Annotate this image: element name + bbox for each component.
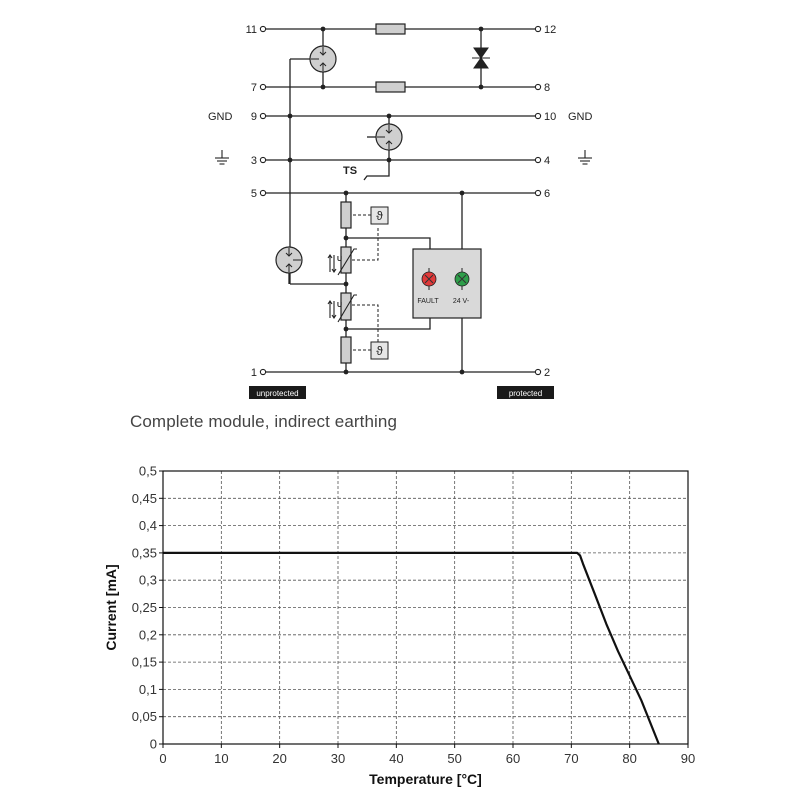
- terminal-6: 6: [544, 188, 550, 200]
- y-tick-label: 0,05: [132, 709, 157, 724]
- y-tick-label: 0,45: [132, 491, 157, 506]
- varistor-lower: [340, 292, 352, 321]
- terminal-4: 4: [544, 155, 550, 167]
- x-tick-label: 90: [681, 751, 695, 766]
- y-tick-label: 0,25: [132, 600, 157, 615]
- fault-label: FAULT: [417, 298, 439, 305]
- protected-label: protected: [509, 389, 542, 398]
- y-tick-label: 0: [150, 737, 157, 752]
- ptc-lower: [340, 336, 352, 364]
- voltage-label: 24 V-: [453, 298, 470, 305]
- y-tick-label: 0,2: [139, 627, 157, 642]
- tvs-diode-icon: [472, 47, 490, 69]
- theta-symbol-lower: ϑ: [376, 344, 383, 358]
- u-symbol-lower: U: [337, 302, 342, 309]
- terminal-12: 12: [544, 24, 556, 36]
- thermal-fuse-lower: [370, 341, 389, 360]
- terminal-3: 3: [251, 155, 257, 167]
- y-tick-label: 0,4: [139, 518, 157, 533]
- terminal-11: 11: [246, 24, 257, 36]
- theta-symbol-upper: ϑ: [376, 209, 383, 223]
- gnd-label-right: GND: [568, 111, 593, 123]
- x-tick-label: 70: [564, 751, 578, 766]
- unprotected-badge: [249, 386, 306, 399]
- circuit-schematic: U U ϑ ϑ FAULT 24 V-: [208, 23, 593, 399]
- x-tick-label: 10: [214, 751, 228, 766]
- x-tick-label: 80: [622, 751, 636, 766]
- x-tick-label: 0: [159, 751, 166, 766]
- x-tick-label: 40: [389, 751, 403, 766]
- y-tick-label: 0,15: [132, 655, 157, 670]
- gas-discharge-tube-center: [375, 123, 403, 151]
- x-tick-label: 50: [447, 751, 461, 766]
- y-tick-label: 0,3: [139, 573, 157, 588]
- x-tick-label: 60: [506, 751, 520, 766]
- resistor-top: [375, 23, 406, 35]
- terminal-7: 7: [251, 82, 257, 94]
- thermal-fuse-upper: [370, 206, 389, 225]
- terminal-1: 1: [251, 367, 257, 379]
- terminal-2: 2: [544, 367, 550, 379]
- u-symbol-upper: U: [337, 256, 342, 263]
- current-temperature-chart: 0 0,05 0,1 0,15 0,2 0,25 0,3 0,35 0,4 0,45 0,5 0 10…: [103, 464, 695, 788]
- gnd-label-left: GND: [208, 111, 233, 123]
- schematic-caption: Complete module, indirect earthing: [130, 412, 398, 431]
- series-line: [163, 551, 660, 745]
- varistor-upper: [340, 246, 352, 274]
- ptc-upper: [340, 201, 352, 229]
- gas-discharge-tube-top: [309, 45, 337, 73]
- ground-icon-left: [215, 150, 229, 165]
- y-tick-label: 0,5: [139, 464, 157, 479]
- ok-led-icon: [454, 268, 470, 290]
- x-axis-label: Temperature [°C]: [369, 771, 482, 787]
- plot-frame: [162, 470, 689, 745]
- fault-led-icon: [421, 268, 437, 290]
- resistor-line-7-8: [375, 81, 406, 93]
- x-tick-label: 20: [272, 751, 286, 766]
- terminal-9: 9: [251, 111, 257, 123]
- ground-icon-right: [578, 150, 592, 165]
- terminal-8: 8: [544, 82, 550, 94]
- unprotected-label: unprotected: [256, 389, 298, 398]
- terminal-10: 10: [544, 111, 556, 123]
- y-tick-label: 0,35: [132, 545, 157, 560]
- x-tick-label: 30: [331, 751, 345, 766]
- terminal-5: 5: [251, 188, 257, 200]
- y-tick-label: 0,1: [139, 682, 157, 697]
- gas-discharge-tube-left: [275, 246, 303, 274]
- protected-badge: [497, 386, 554, 399]
- y-axis-label: Current [mA]: [103, 564, 119, 650]
- ts-label: TS: [343, 165, 357, 177]
